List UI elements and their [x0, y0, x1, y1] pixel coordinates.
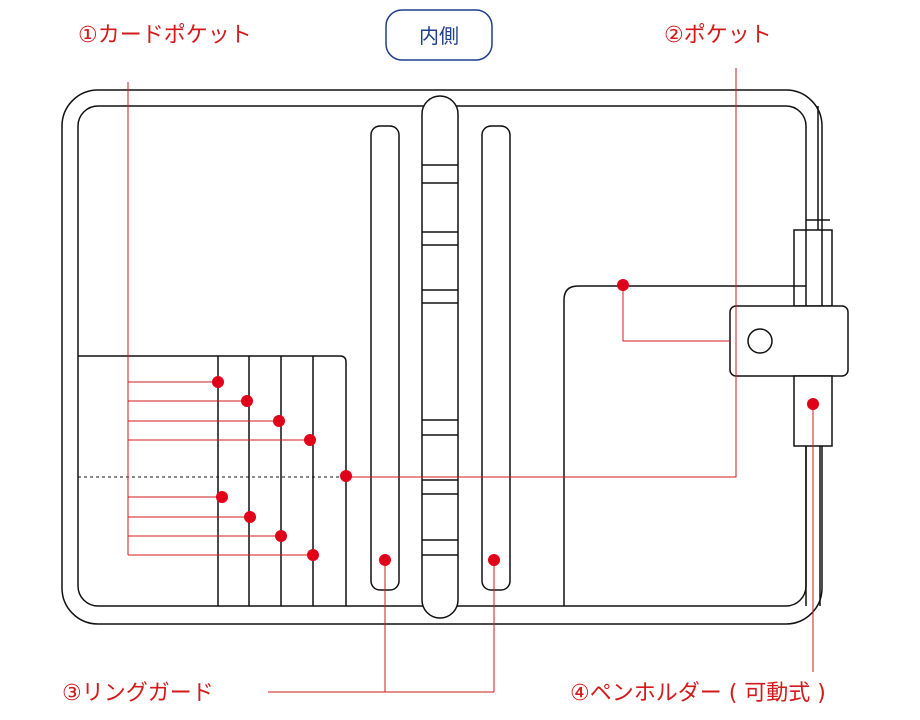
card-pocket-label: ①カードポケット — [78, 23, 252, 48]
card-slot-marker — [273, 415, 285, 427]
card-pocket-panel — [78, 355, 347, 606]
snap-button-icon — [747, 328, 773, 354]
card-slot-marker — [307, 549, 319, 561]
right-pocket-outline — [563, 285, 806, 606]
ring-guard-right — [481, 125, 511, 591]
card-slot-marker — [304, 434, 316, 446]
pocket-label: ②ポケット — [664, 23, 772, 48]
inside-badge-frame — [385, 9, 493, 61]
card-slot-marker — [216, 491, 228, 503]
card-slot-marker — [241, 395, 253, 407]
pocket-leader — [346, 68, 737, 478]
pocket-leader-upper — [622, 285, 730, 342]
card-slot-marker — [244, 511, 256, 523]
ring-spine-bar — [421, 95, 459, 619]
ring-spine-segments — [422, 164, 458, 556]
inside-badge-label: 内側 — [419, 24, 459, 48]
card-slot-marker — [275, 530, 287, 542]
closure-assembly — [729, 106, 849, 606]
pocket-marker — [617, 279, 629, 291]
card-slot-marker — [212, 376, 224, 388]
card-pocket-outline — [78, 355, 347, 606]
ring-spine — [421, 95, 459, 619]
ring-guard-label: ③リングガード — [62, 681, 214, 706]
ring-guard-marker — [488, 554, 500, 566]
pen-holder-marker — [807, 398, 819, 410]
inside-badge: 内側 — [385, 9, 493, 61]
strap-upper-block — [793, 229, 833, 307]
card-slot-marker — [340, 470, 352, 482]
pen-holder-label: ④ペンホルダー ( 可動式 ) — [570, 681, 826, 706]
callout-lines — [127, 68, 814, 693]
ring-guard-left — [370, 125, 400, 591]
callout-dots — [212, 279, 819, 566]
ring-guard-marker — [379, 554, 391, 566]
